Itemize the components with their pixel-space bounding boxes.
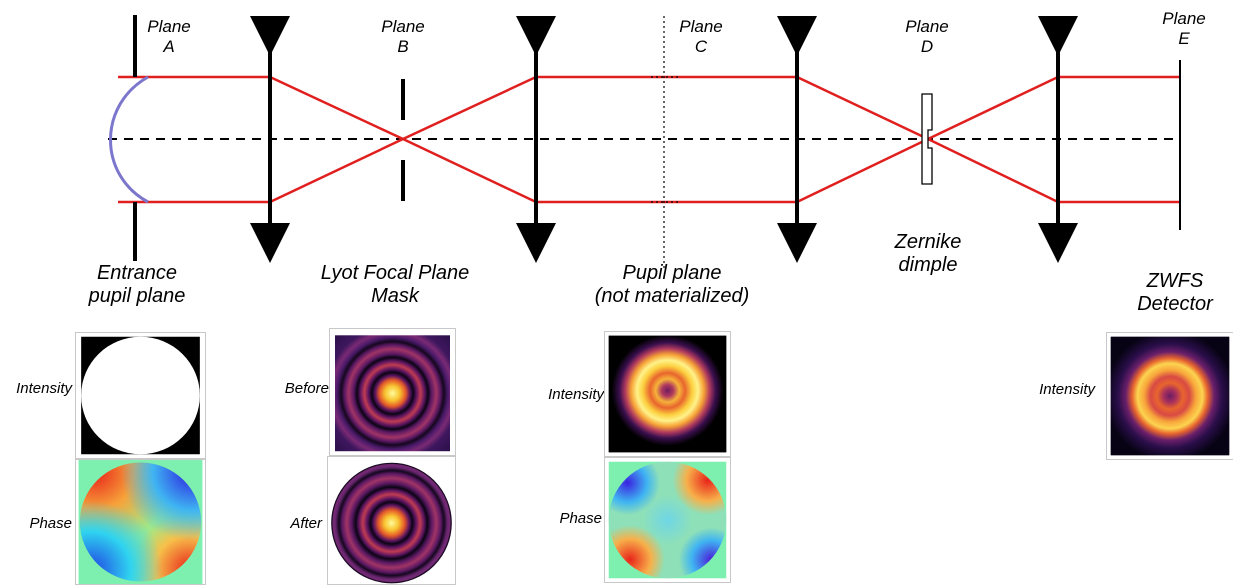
entrance-intensity-image bbox=[75, 332, 206, 459]
plane-b-line1: Plane bbox=[381, 17, 425, 36]
pupil-intensity-image bbox=[604, 331, 731, 457]
plane-b-line2: B bbox=[397, 36, 409, 56]
plane-c-line1: Plane bbox=[679, 17, 723, 36]
plane-b-label: Plane B bbox=[374, 17, 432, 56]
lyot-line1: Lyot Focal Plane bbox=[320, 262, 470, 284]
plane-a-line2: A bbox=[163, 36, 175, 56]
plane-c-line2: C bbox=[694, 36, 708, 56]
pupil-line1: Pupil plane bbox=[622, 262, 722, 284]
plane-e-label: Plane E bbox=[1155, 9, 1213, 48]
zernike-dimple-mask bbox=[921, 93, 933, 185]
pupil-phase-image bbox=[604, 457, 731, 583]
detector-intensity-image bbox=[1106, 332, 1233, 460]
lenses bbox=[250, 16, 1078, 263]
plane-a-label: Plane A bbox=[140, 17, 198, 56]
zernike-line1: Zernike bbox=[894, 231, 962, 253]
lyot-before-image bbox=[329, 328, 456, 456]
pupil-plane-label: Pupil plane (not materialized) bbox=[572, 262, 772, 308]
aberrated-wavefront bbox=[109, 75, 149, 204]
zernike-dimple-label: Zernike dimple bbox=[868, 231, 988, 277]
plane-d-label: Plane D bbox=[898, 17, 956, 56]
entrance-line1: Entrance bbox=[96, 262, 178, 284]
lyot-after-label: After bbox=[290, 515, 322, 532]
plane-d-line2: D bbox=[920, 36, 934, 56]
zwfs-detector-label: ZWFS Detector bbox=[1120, 270, 1230, 316]
zwfs-line1: ZWFS bbox=[1146, 270, 1204, 292]
entrance-phase-label: Phase bbox=[29, 515, 72, 532]
plane-d-line1: Plane bbox=[905, 17, 949, 36]
lyot-after-image bbox=[327, 456, 456, 585]
pupil-line2: (not materialized) bbox=[594, 285, 750, 307]
zernike-line2: dimple bbox=[898, 254, 958, 276]
entrance-line2: pupil plane bbox=[88, 285, 186, 307]
entrance-intensity-label: Intensity bbox=[16, 380, 72, 397]
plane-e-line1: Plane bbox=[1162, 9, 1206, 28]
plane-a-line1: Plane bbox=[147, 17, 191, 36]
detector-intensity-label: Intensity bbox=[1039, 381, 1095, 398]
plane-e-line2: E bbox=[1178, 28, 1190, 48]
plane-c-label: Plane C bbox=[672, 17, 730, 56]
pupil-intensity-label: Intensity bbox=[548, 386, 604, 403]
pupil-phase-label: Phase bbox=[559, 510, 602, 527]
entrance-phase-image bbox=[75, 459, 206, 585]
zwfs-line2: Detector bbox=[1137, 293, 1213, 315]
virtual-pupil-plane bbox=[651, 16, 678, 268]
lyot-before-label: Before bbox=[284, 380, 329, 397]
lyot-line2: Mask bbox=[371, 285, 419, 307]
entrance-pupil-label: Entrance pupil plane bbox=[70, 262, 204, 308]
lyot-mask-label: Lyot Focal Plane Mask bbox=[300, 262, 490, 308]
